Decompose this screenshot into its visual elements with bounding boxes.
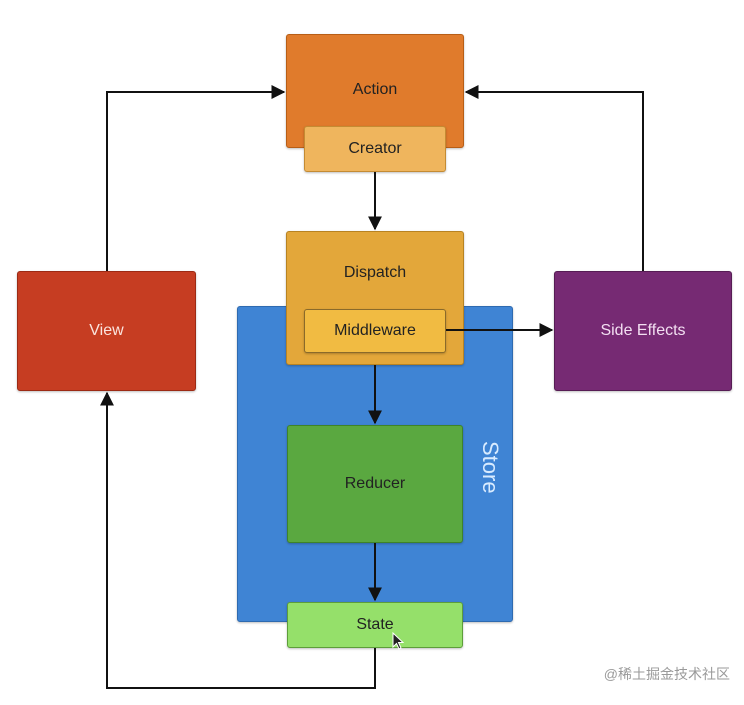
- watermark: @稀土掘金技术社区: [603, 666, 730, 682]
- view-node: View: [17, 271, 196, 391]
- view-label: View: [89, 322, 124, 339]
- side-effects-node: Side Effects: [554, 271, 732, 391]
- action-label: Action: [352, 81, 398, 98]
- store-label: Store: [478, 440, 503, 494]
- creator-node: Creator: [304, 126, 446, 172]
- dispatch-label: Dispatch: [343, 264, 407, 281]
- mouse-cursor-icon: [392, 632, 405, 650]
- edge-view-action: [106, 85, 286, 271]
- state-node: State: [287, 602, 463, 648]
- reducer-node: Reducer: [287, 425, 463, 543]
- edge-side-effects-action: [464, 85, 644, 271]
- reducer-label: Reducer: [344, 475, 406, 492]
- middleware-label: Middleware: [334, 322, 416, 339]
- creator-label: Creator: [348, 140, 402, 157]
- middleware-node: Middleware: [304, 309, 446, 353]
- side-effects-label: Side Effects: [600, 322, 686, 339]
- state-label: State: [356, 616, 394, 633]
